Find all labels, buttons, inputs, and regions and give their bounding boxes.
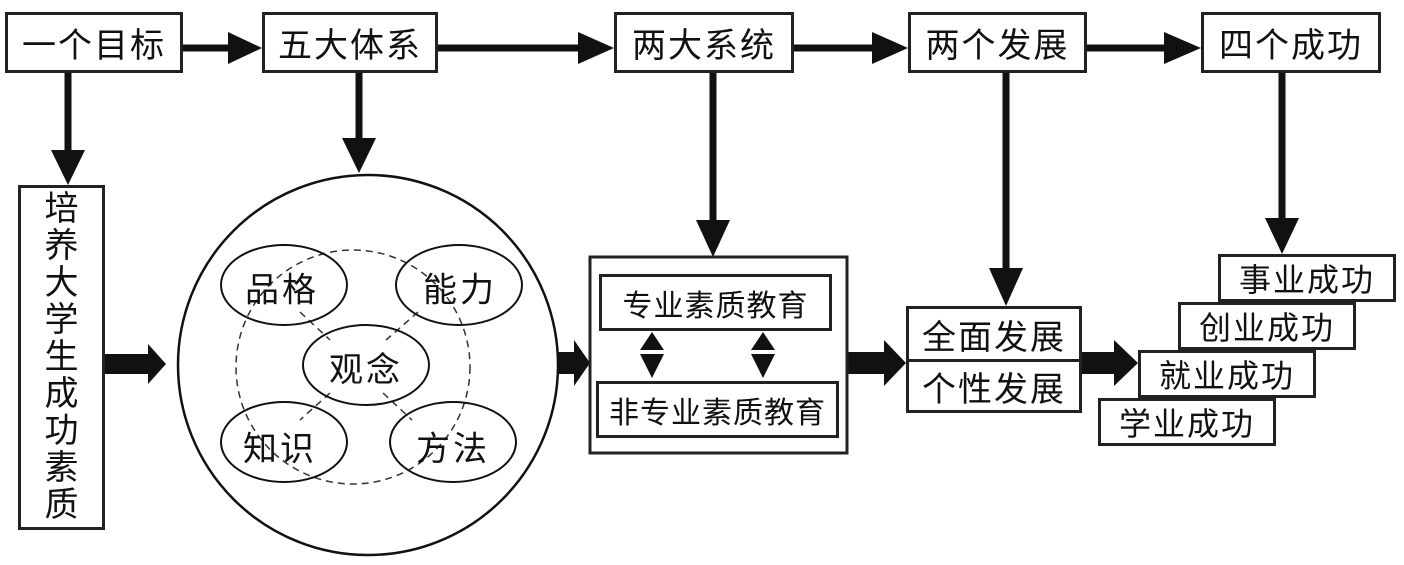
down-arrow-goal — [51, 72, 85, 185]
label-ability: 能力 — [423, 270, 497, 311]
down-arrow-two-developments — [989, 72, 1023, 306]
block-arrow-circle-to-education — [557, 340, 590, 386]
goal-char: 学 — [44, 300, 79, 340]
goal-char: 培 — [44, 189, 79, 229]
double-arrow-right — [751, 332, 775, 378]
box-individual-development: 个性发展 — [906, 359, 1082, 413]
academic-success-label: 学业成功 — [1118, 405, 1255, 443]
entrepreneurship-success-label: 创业成功 — [1198, 309, 1335, 347]
individual-development-label: 个性发展 — [922, 369, 1066, 410]
double-arrow-left — [640, 332, 664, 378]
down-arrow-two-systems — [696, 72, 730, 257]
box-entrepreneurship-success: 创业成功 — [1178, 302, 1356, 350]
employment-success-label: 就业成功 — [1158, 357, 1295, 395]
professional-education-label: 专业素质教育 — [622, 288, 809, 324]
overall-development-label: 全面发展 — [922, 317, 1066, 358]
goal-char: 素 — [44, 448, 79, 488]
dash-link-knowledge — [299, 392, 331, 421]
label-concept: 观念 — [329, 350, 403, 391]
box-cultivate-success-qualities: 培 养 大 学 生 成 功 素 质 — [18, 185, 105, 530]
ellipse-concept — [302, 324, 430, 406]
ellipse-ability — [395, 244, 523, 326]
goal-char: 成 — [44, 374, 79, 414]
five-systems-circle — [176, 173, 560, 557]
goal-char: 生 — [44, 337, 79, 377]
top-arrow-1 — [183, 32, 262, 64]
box-two-systems-label: 两大系统 — [632, 26, 776, 66]
top-arrow-2 — [438, 32, 614, 64]
box-four-successes-label: 四个成功 — [1219, 26, 1363, 66]
down-arrow-five-systems — [342, 72, 376, 173]
ellipse-knowledge — [220, 401, 348, 483]
top-arrow-3 — [794, 32, 908, 64]
non-professional-education-label: 非专业素质教育 — [609, 395, 826, 431]
block-arrow-development-to-success — [1082, 340, 1138, 386]
box-academic-success: 学业成功 — [1098, 398, 1276, 446]
down-arrow-four-successes — [1265, 72, 1299, 254]
education-outer-frame — [588, 255, 849, 455]
goal-char: 大 — [44, 263, 79, 303]
box-employment-success: 就业成功 — [1138, 350, 1316, 398]
box-overall-development: 全面发展 — [906, 306, 1082, 362]
box-one-goal-label: 一个目标 — [22, 26, 166, 66]
box-professional-education: 专业素质教育 — [599, 274, 832, 331]
block-arrow-education-to-development — [847, 340, 906, 386]
dashed-inner-circle — [235, 249, 471, 485]
block-arrow-goal-to-circle — [105, 344, 166, 384]
box-two-developments-label: 两个发展 — [925, 26, 1070, 66]
ellipse-method — [389, 401, 517, 483]
goal-char: 功 — [44, 411, 79, 451]
label-knowledge: 知识 — [243, 429, 317, 470]
goal-char: 质 — [44, 485, 79, 525]
dash-link-method — [382, 392, 413, 421]
goal-char: 养 — [44, 226, 79, 266]
box-non-professional-education: 非专业素质教育 — [596, 381, 839, 438]
box-two-systems: 两大系统 — [614, 12, 794, 73]
box-career-success: 事业成功 — [1218, 254, 1396, 302]
ellipse-character — [220, 244, 348, 326]
box-five-systems: 五大体系 — [262, 12, 438, 73]
box-one-goal: 一个目标 — [5, 12, 183, 73]
label-method: 方法 — [416, 429, 490, 470]
box-five-systems-label: 五大体系 — [278, 26, 422, 66]
dash-link-character — [299, 311, 331, 341]
box-four-successes: 四个成功 — [1201, 12, 1381, 73]
top-arrow-4 — [1087, 32, 1201, 64]
dash-link-ability — [385, 311, 419, 341]
label-character: 品格 — [245, 270, 319, 311]
box-two-developments: 两个发展 — [908, 12, 1087, 73]
career-success-label: 事业成功 — [1238, 261, 1375, 299]
